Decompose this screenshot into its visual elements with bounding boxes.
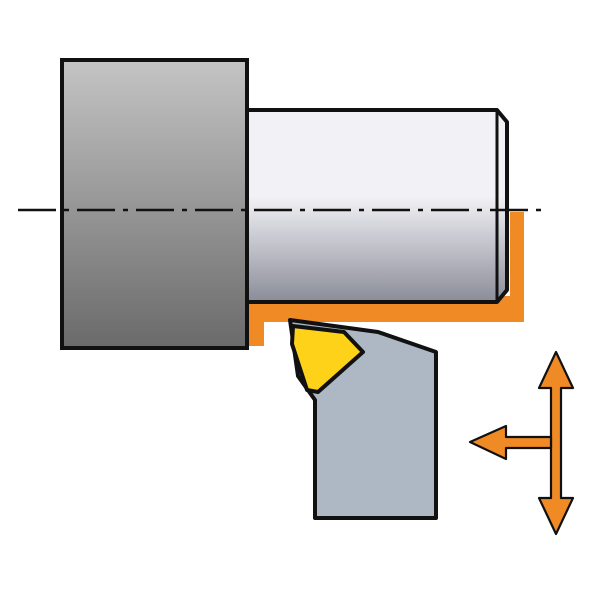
triangular-insert-icon <box>290 324 365 394</box>
workpiece-shaft <box>245 108 509 304</box>
vertical-feed-arrow <box>537 350 575 536</box>
machined-allowance-band <box>247 212 524 346</box>
axial-feed-arrow <box>468 424 553 461</box>
workpiece-chuck <box>60 58 249 350</box>
feed-direction-arrows-icon <box>468 350 575 536</box>
